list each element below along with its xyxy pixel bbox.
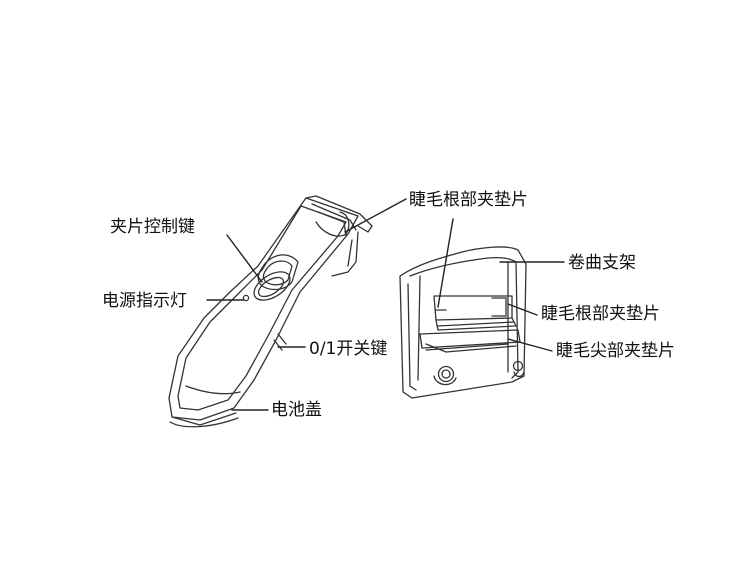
leader-tip-pad [507, 338, 553, 352]
leader-root-pad [507, 303, 538, 316]
leader-clip-control [226, 234, 263, 283]
curl-frame-drawing [399, 246, 527, 399]
label-curl-frame: 卷曲支架 [568, 253, 636, 273]
label-lash-tip-pad: 睫毛尖部夹垫片 [556, 341, 675, 361]
leader-root-pad-top [344, 198, 407, 233]
label-lash-root-pad: 睫毛根部夹垫片 [541, 304, 660, 324]
label-clip-control-button: 夹片控制键 [110, 217, 195, 237]
label-switch-key: 0/1开关键 [309, 339, 388, 359]
label-battery-cover: 电池盖 [271, 400, 322, 420]
leader-lines [206, 198, 565, 411]
label-lash-root-pad-top: 睫毛根部夹垫片 [409, 190, 528, 210]
label-power-indicator: 电源指示灯 [102, 291, 187, 311]
leader-root-pad-top-2 [437, 218, 454, 308]
curler-body-drawing [168, 195, 373, 428]
